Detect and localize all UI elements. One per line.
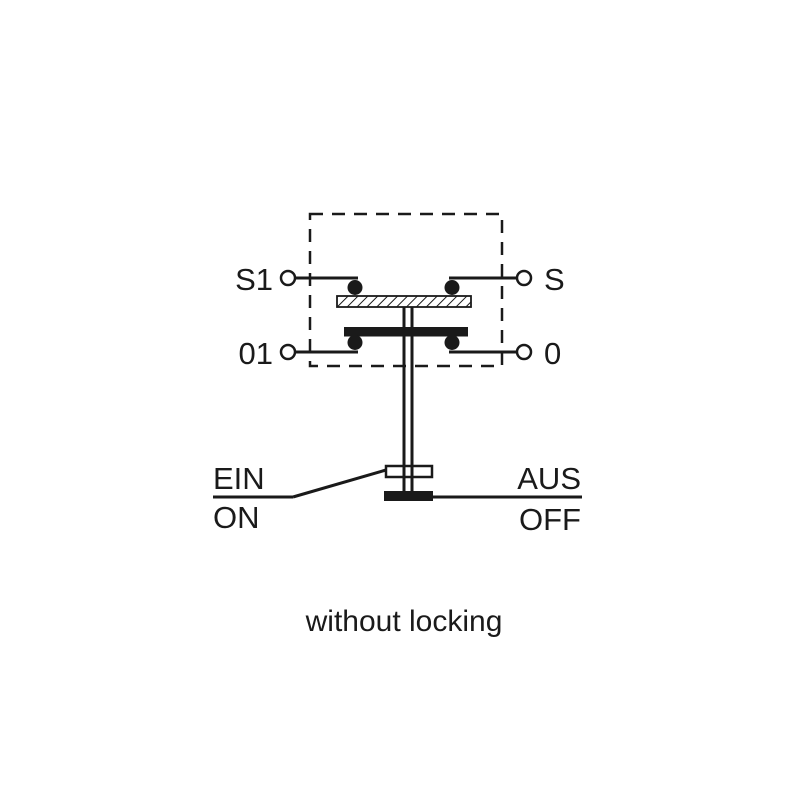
switch-housing-dashed-box <box>308 212 504 368</box>
terminal-circle-s <box>515 269 533 287</box>
terminal-circle-01 <box>279 343 297 361</box>
contact-dot-top-left <box>347 280 363 295</box>
actuator-crossbar <box>384 464 434 479</box>
terminal-circle-0 <box>515 343 533 361</box>
state-label-ein: EIN <box>213 461 265 496</box>
terminal-circle-s1 <box>279 269 297 287</box>
terminal-label-s1: S1 <box>235 262 273 297</box>
insulator-hatched-bar <box>336 295 472 308</box>
contact-bridge-bar <box>344 327 468 337</box>
state-label-off: OFF <box>519 502 581 537</box>
actuator-base-bar <box>384 491 433 501</box>
terminal-label-01: 01 <box>239 336 273 371</box>
terminal-label-0: 0 <box>544 336 561 371</box>
state-label-aus: AUS <box>517 461 581 496</box>
contact-dot-top-right <box>444 280 460 295</box>
contact-dot-bottom-right <box>444 335 460 350</box>
actuator-lever-diagonal-line <box>292 468 387 499</box>
state-label-on: ON <box>213 500 260 535</box>
terminal-label-s: S <box>544 262 565 297</box>
contact-dot-bottom-left <box>347 335 363 350</box>
caption-text: without locking <box>305 605 503 638</box>
